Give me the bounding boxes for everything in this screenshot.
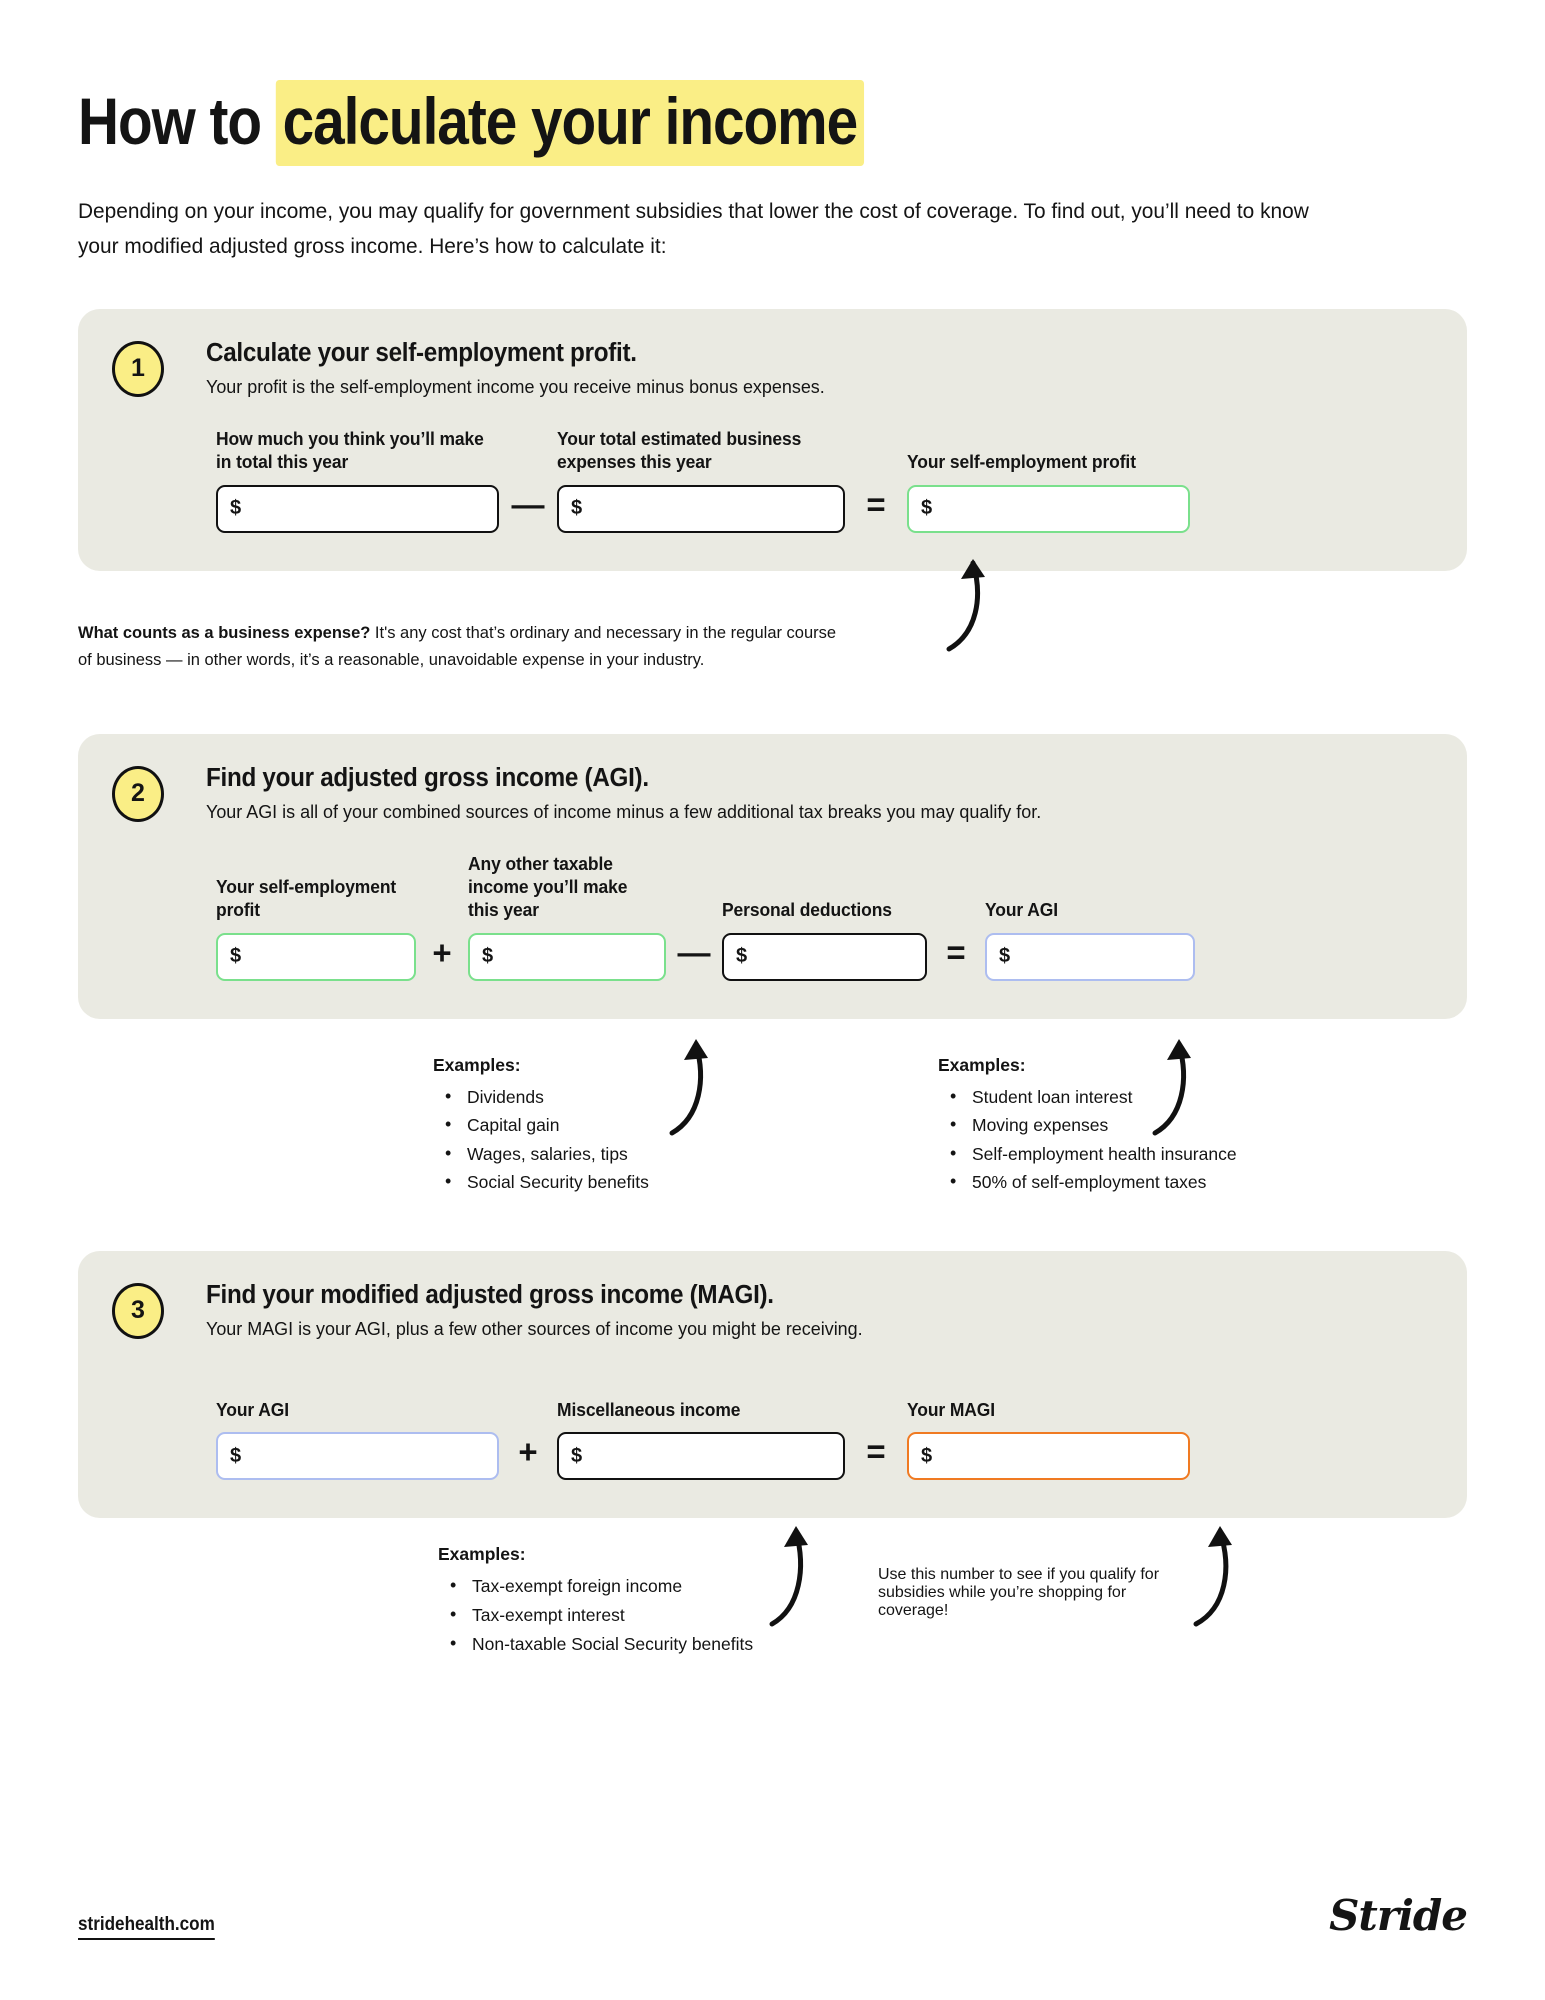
input-agi[interactable]: $ bbox=[985, 932, 1195, 981]
list-item: Non-taxable Social Security benefits bbox=[438, 1629, 818, 1659]
examples-title: Examples: bbox=[433, 1054, 521, 1075]
step-title-2: Find your adjusted gross income (AGI). bbox=[206, 763, 649, 792]
business-expense-note-rest: It's any cost that’s ordinary and necess… bbox=[78, 622, 837, 670]
field-label-se-profit: Your self-employment profit bbox=[907, 452, 1136, 473]
title-lead: How to bbox=[78, 84, 276, 158]
field-label-total-income: How much you think you’ll make in total … bbox=[216, 429, 484, 473]
step-badge-1: 1 bbox=[112, 340, 164, 397]
list-item: Capital gain bbox=[433, 1110, 733, 1140]
operator-equals-1: = bbox=[866, 485, 886, 523]
step-subtitle-3: Your MAGI is your AGI, plus a few other … bbox=[206, 1317, 863, 1339]
currency-prefix: $ bbox=[736, 945, 748, 968]
step-subtitle-2: Your AGI is all of your combined sources… bbox=[206, 800, 1042, 822]
magi-callout: Use this number to see if you qualify fo… bbox=[878, 1566, 1160, 1620]
list-item: Social Security benefits bbox=[433, 1167, 733, 1197]
examples-title: Examples: bbox=[438, 1544, 526, 1565]
operator-equals-2: = bbox=[946, 933, 966, 971]
operator-equals-3: = bbox=[866, 1433, 886, 1471]
field-label-personal-deductions: Personal deductions bbox=[722, 899, 892, 920]
examples-taxable-income: Examples: Dividends Capital gain Wages, … bbox=[433, 1055, 733, 1197]
list-item: Tax-exempt foreign income bbox=[438, 1572, 818, 1601]
list-item: Dividends bbox=[433, 1082, 733, 1112]
list-item: Wages, salaries, tips bbox=[433, 1139, 733, 1169]
currency-prefix: $ bbox=[230, 497, 242, 520]
arrow-to-magi bbox=[1193, 1526, 1232, 1627]
field-label-misc-income: Miscellaneous income bbox=[557, 1399, 741, 1420]
step-badge-2: 2 bbox=[112, 765, 164, 822]
stride-logo-text: Stride bbox=[1329, 1891, 1468, 1940]
currency-prefix: $ bbox=[571, 1444, 583, 1467]
field-label-agi-3: Your AGI bbox=[216, 1399, 289, 1420]
list-item: Moving expenses bbox=[938, 1110, 1278, 1140]
page-title: How to calculate your income bbox=[78, 0, 1467, 166]
field-label-business-expenses: Your total estimated business expenses t… bbox=[557, 429, 802, 473]
input-business-expenses[interactable]: $ bbox=[557, 484, 845, 533]
input-other-taxable-income[interactable]: $ bbox=[468, 932, 666, 981]
currency-prefix: $ bbox=[999, 945, 1011, 968]
list-item: Tax-exempt interest bbox=[438, 1600, 818, 1630]
business-expense-note-bold: What counts as a business expense? bbox=[78, 622, 371, 642]
input-personal-deductions[interactable]: $ bbox=[722, 932, 927, 981]
field-label-se-profit-2: Your self-employment profit bbox=[216, 876, 397, 920]
operator-minus-1: — bbox=[511, 485, 545, 523]
input-magi[interactable]: $ bbox=[907, 1432, 1190, 1481]
currency-prefix: $ bbox=[482, 945, 494, 968]
operator-minus-2: — bbox=[677, 933, 711, 971]
step-card-1: 1 Calculate your self-employment profit.… bbox=[78, 308, 1467, 571]
list-item: Self-employment health insurance bbox=[938, 1139, 1278, 1169]
step-title-3: Find your modified adjusted gross income… bbox=[206, 1280, 774, 1309]
title-highlight: calculate your income bbox=[275, 80, 864, 166]
field-label-agi: Your AGI bbox=[985, 899, 1058, 920]
step-subtitle-1: Your profit is the self-employment incom… bbox=[206, 375, 825, 397]
input-misc-income[interactable]: $ bbox=[557, 1432, 845, 1481]
currency-prefix: $ bbox=[571, 497, 583, 520]
input-se-profit-2[interactable]: $ bbox=[216, 932, 416, 981]
input-total-income[interactable]: $ bbox=[216, 484, 499, 533]
currency-prefix: $ bbox=[921, 497, 933, 520]
field-label-other-taxable-income: Any other taxable income you’ll make thi… bbox=[468, 853, 628, 920]
intro-paragraph: Depending on your income, you may qualif… bbox=[78, 199, 1309, 259]
list-item: Student loan interest bbox=[938, 1082, 1278, 1112]
business-expense-note: What counts as a business expense? It's … bbox=[78, 619, 854, 674]
input-se-profit[interactable]: $ bbox=[907, 484, 1190, 533]
page-footer: stridehealth.com Stride bbox=[78, 1891, 1468, 1940]
step-card-3: 3 Find your modified adjusted gross inco… bbox=[78, 1250, 1467, 1519]
stride-logo: Stride bbox=[1329, 1891, 1468, 1940]
step-card-2: 2 Find your adjusted gross income (AGI).… bbox=[78, 733, 1467, 1019]
currency-prefix: $ bbox=[921, 1444, 933, 1467]
input-agi-3[interactable]: $ bbox=[216, 1432, 499, 1481]
currency-prefix: $ bbox=[230, 945, 242, 968]
operator-plus-3: + bbox=[518, 1433, 538, 1471]
field-label-magi: Your MAGI bbox=[907, 1399, 996, 1420]
list-item: 50% of self-employment taxes bbox=[938, 1167, 1278, 1197]
examples-title: Examples: bbox=[938, 1054, 1026, 1075]
step-badge-3: 3 bbox=[112, 1282, 164, 1339]
operator-plus-2: + bbox=[432, 933, 452, 971]
footer-website-link[interactable]: stridehealth.com bbox=[78, 1914, 215, 1940]
step-title-1: Calculate your self-employment profit. bbox=[206, 338, 637, 367]
examples-deductions: Examples: Student loan interest Moving e… bbox=[938, 1055, 1278, 1197]
examples-misc-income: Examples: Tax-exempt foreign income Tax-… bbox=[438, 1544, 818, 1658]
currency-prefix: $ bbox=[230, 1444, 242, 1467]
